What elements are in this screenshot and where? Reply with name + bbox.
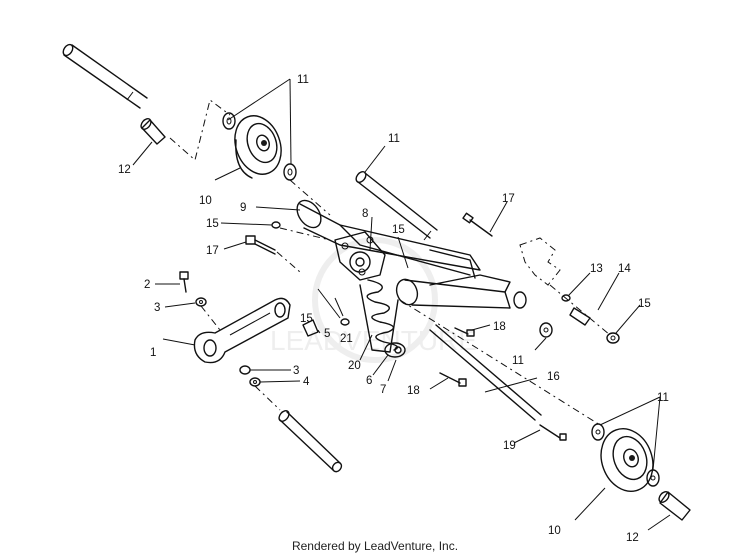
- footer-credit: Rendered by LeadVenture, Inc.: [291, 539, 459, 553]
- callout-20: 20: [348, 360, 361, 372]
- spacer-sleeve-12-upper: [140, 118, 166, 145]
- spacer-sleeve-12-lower: [658, 491, 691, 521]
- washer-3-upper: [195, 297, 207, 307]
- callout-1: 1: [150, 347, 156, 359]
- hub-bracket-8: [334, 231, 386, 281]
- swing-arm-9: [296, 199, 481, 279]
- callout-15b: 15: [392, 224, 405, 236]
- callout-4: 4: [303, 376, 310, 388]
- callout-labels: 1 2 3 3 4 5 6 7 8 9 10 10 11 11 11 11 12…: [118, 74, 669, 544]
- callout-14: 14: [618, 263, 631, 275]
- callout-15c: 15: [300, 313, 313, 325]
- upper-left-shaft: [62, 43, 148, 109]
- callout-5: 5: [324, 328, 330, 340]
- svg-text:LEADVENTURE: LEADVENTURE: [270, 325, 477, 356]
- callout-10b: 10: [548, 525, 561, 537]
- tie-rod-16: [399, 299, 601, 426]
- rear-axle-shaft: [355, 170, 438, 241]
- nut-15-right: [606, 332, 620, 344]
- leader-lines: [132, 78, 671, 531]
- callout-12b: 12: [626, 532, 639, 544]
- callout-9: 9: [240, 202, 246, 214]
- callout-18b: 18: [407, 385, 420, 397]
- watermark-logo: LEADVENTURE: [270, 237, 477, 363]
- callout-11c: 11: [512, 355, 524, 367]
- callout-3a: 3: [154, 302, 160, 314]
- callout-17a: 17: [206, 245, 219, 257]
- spacer-14: [569, 307, 591, 326]
- callout-11d: 11: [657, 392, 669, 404]
- bolt-17-left: [245, 235, 276, 255]
- bolt-13: [561, 294, 571, 302]
- callout-11a: 11: [297, 74, 309, 86]
- callout-16: 16: [547, 371, 560, 383]
- washer-11-lower-b: [646, 469, 660, 487]
- lower-left-shaft: [278, 410, 343, 473]
- callout-6: 6: [366, 375, 372, 387]
- bolt-19: [539, 424, 567, 441]
- washer-11-lower-a: [591, 423, 605, 441]
- callout-13: 13: [590, 263, 603, 275]
- pivot-tube: [395, 274, 527, 309]
- callout-15a: 15: [206, 218, 219, 230]
- washer-3-lower: [239, 365, 251, 375]
- lower-link-arm-1: [193, 297, 291, 364]
- bolt-18-upper: [454, 327, 475, 337]
- callout-18a: 18: [493, 321, 506, 333]
- washer-11-upper-a: [222, 112, 236, 130]
- idler-wheel-10-upper: [234, 115, 282, 179]
- spacer-5: [302, 319, 319, 337]
- bolt-2: [179, 271, 189, 293]
- callout-3b: 3: [293, 365, 299, 377]
- shock-spring-6: [359, 279, 406, 358]
- callout-19: 19: [503, 440, 516, 452]
- callout-7: 7: [380, 384, 386, 396]
- washer-11-upper-b: [283, 163, 297, 181]
- callout-8: 8: [362, 208, 368, 220]
- callout-17b: 17: [502, 193, 515, 205]
- callout-15d: 15: [638, 298, 651, 310]
- callout-2: 2: [144, 279, 150, 291]
- callout-12a: 12: [118, 164, 131, 176]
- callout-21: 21: [340, 333, 353, 345]
- callout-10a: 10: [199, 195, 212, 207]
- bolt-17-right: [462, 212, 493, 237]
- nut-15-middle: [340, 318, 350, 326]
- idler-wheel-10-lower: [600, 428, 654, 492]
- bolt-18-lower: [439, 372, 467, 387]
- callout-11b: 11: [388, 133, 400, 145]
- nut-4: [249, 377, 261, 387]
- washer-11-middle: [539, 322, 553, 338]
- washer-15-left: [271, 221, 281, 229]
- bracket-outline-dashed: [519, 237, 561, 286]
